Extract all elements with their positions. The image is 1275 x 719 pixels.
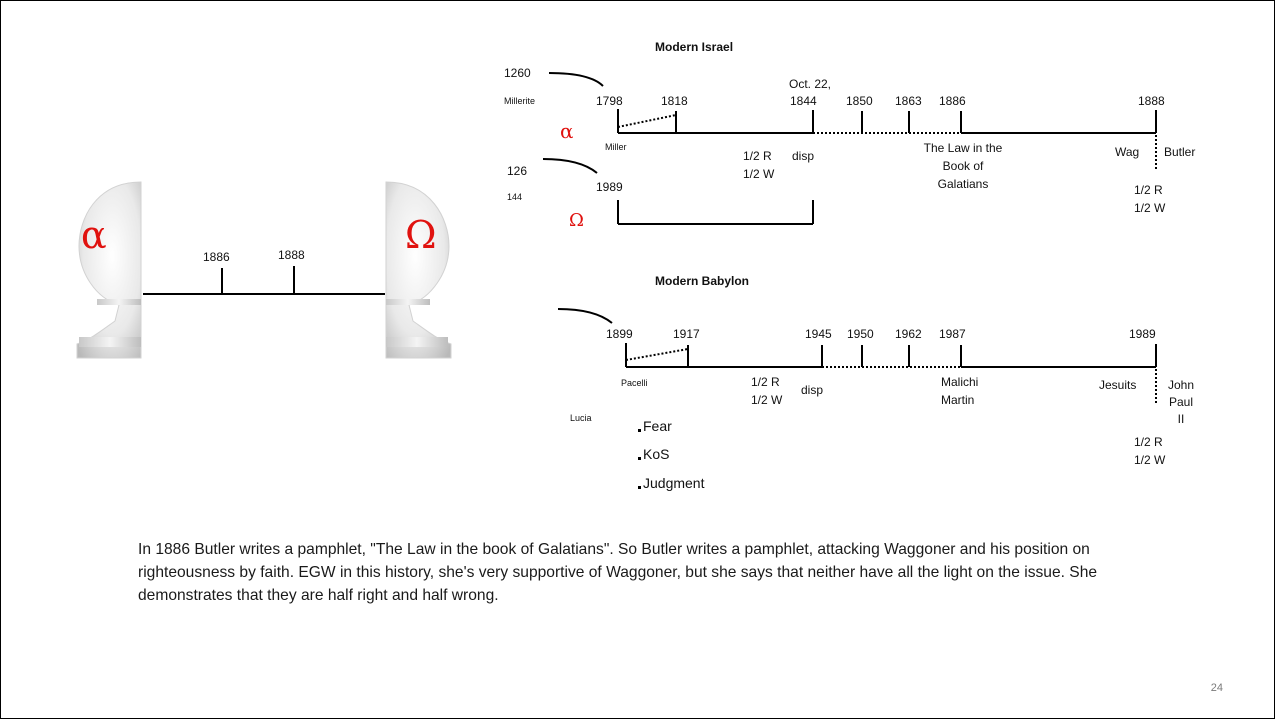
israel-date-1850: 1850 bbox=[846, 94, 873, 108]
modern-babylon-title: Modern Babylon bbox=[655, 274, 749, 288]
babylon-label-martin: Martin bbox=[941, 393, 974, 407]
babylon-label-lucia: Lucia bbox=[570, 413, 592, 423]
babylon-label-malichi: Malichi bbox=[941, 375, 978, 389]
left-finial: α bbox=[76, 181, 142, 359]
page-number: 24 bbox=[1210, 682, 1223, 694]
israel-end-half-wrong: 1/2 W bbox=[1134, 201, 1166, 215]
right-finial: Ω bbox=[385, 181, 452, 359]
babylon-date-1945: 1945 bbox=[805, 327, 832, 341]
israel-law-book-line3: Galatians bbox=[938, 177, 989, 191]
israel-date-oct22: Oct. 22, bbox=[789, 77, 831, 91]
babylon-end-half-wrong: 1/2 W bbox=[1134, 453, 1166, 467]
babylon-date-1899: 1899 bbox=[606, 327, 633, 341]
alpha-finial-symbol: α bbox=[81, 213, 107, 257]
bullet-dot-judgment bbox=[638, 486, 641, 489]
babylon-half-wrong: 1/2 W bbox=[751, 393, 783, 407]
finial-date-1888: 1888 bbox=[278, 248, 305, 262]
israel-date-1818: 1818 bbox=[661, 94, 688, 108]
israel-label-144: 144 bbox=[507, 192, 522, 202]
babylon-date-1917: 1917 bbox=[673, 327, 700, 341]
israel-date-1798: 1798 bbox=[596, 94, 623, 108]
omega-line-symbol: Ω bbox=[569, 210, 584, 231]
bullet-dot-fear bbox=[638, 429, 641, 432]
modern-israel-title: Modern Israel bbox=[655, 40, 733, 54]
babylon-date-1950: 1950 bbox=[847, 327, 874, 341]
israel-end-half-right: 1/2 R bbox=[1134, 183, 1163, 197]
babylon-john-paul-line2: Paul bbox=[1169, 395, 1193, 409]
babylon-date-1987: 1987 bbox=[939, 327, 966, 341]
babylon-bullet-judgment: Judgment bbox=[643, 475, 705, 491]
israel-date-1888: 1888 bbox=[1138, 94, 1165, 108]
babylon-date-1989: 1989 bbox=[1129, 327, 1156, 341]
speaker-notes: In 1886 Butler writes a pamphlet, "The L… bbox=[138, 541, 1098, 604]
babylon-bullet-kos: KoS bbox=[643, 446, 669, 462]
alpha-line-symbol: α bbox=[560, 119, 574, 143]
babylon-date-1962: 1962 bbox=[895, 327, 922, 341]
babylon-label-disp: disp bbox=[801, 383, 823, 397]
babylon-label-pacelli: Pacelli bbox=[621, 378, 648, 388]
israel-label-disp: disp bbox=[792, 149, 814, 163]
babylon-end-half-right: 1/2 R bbox=[1134, 435, 1163, 449]
babylon-half-right: 1/2 R bbox=[751, 375, 780, 389]
babylon-label-jesuits: Jesuits bbox=[1099, 378, 1136, 392]
babylon-timeline: 1899 1917 1945 1950 1962 1987 1989 Pacel… bbox=[557, 308, 1194, 491]
israel-date-1886: 1886 bbox=[939, 94, 966, 108]
israel-omega-timeline: 126 144 1989 Ω bbox=[507, 158, 814, 231]
israel-date-1989: 1989 bbox=[596, 180, 623, 194]
israel-half-wrong: 1/2 W bbox=[743, 167, 775, 181]
israel-alpha-timeline: 1260 Millerite α 1798 1818 Oct. 22, 1844… bbox=[504, 66, 1195, 215]
finial-timeline: 1886 1888 bbox=[143, 248, 385, 295]
babylon-john-paul-line1: John bbox=[1168, 378, 1194, 392]
israel-label-126: 126 bbox=[507, 164, 527, 178]
israel-label-miller: Miller bbox=[605, 142, 627, 152]
israel-law-book-line1: The Law in the bbox=[924, 141, 1003, 155]
finial-date-1886: 1886 bbox=[203, 250, 230, 264]
israel-label-wag: Wag bbox=[1115, 145, 1139, 159]
israel-label-1260: 1260 bbox=[504, 66, 531, 80]
babylon-john-paul-line3: II bbox=[1178, 412, 1185, 426]
babylon-bullet-fear: Fear bbox=[643, 418, 672, 434]
israel-label-butler: Butler bbox=[1164, 145, 1195, 159]
bullet-dot-kos bbox=[638, 457, 641, 460]
israel-law-book-line2: Book of bbox=[943, 159, 984, 173]
omega-finial-symbol: Ω bbox=[405, 213, 437, 257]
israel-date-1863: 1863 bbox=[895, 94, 922, 108]
israel-half-right: 1/2 R bbox=[743, 149, 772, 163]
israel-label-millerite: Millerite bbox=[504, 96, 535, 106]
israel-date-1844: 1844 bbox=[790, 94, 817, 108]
